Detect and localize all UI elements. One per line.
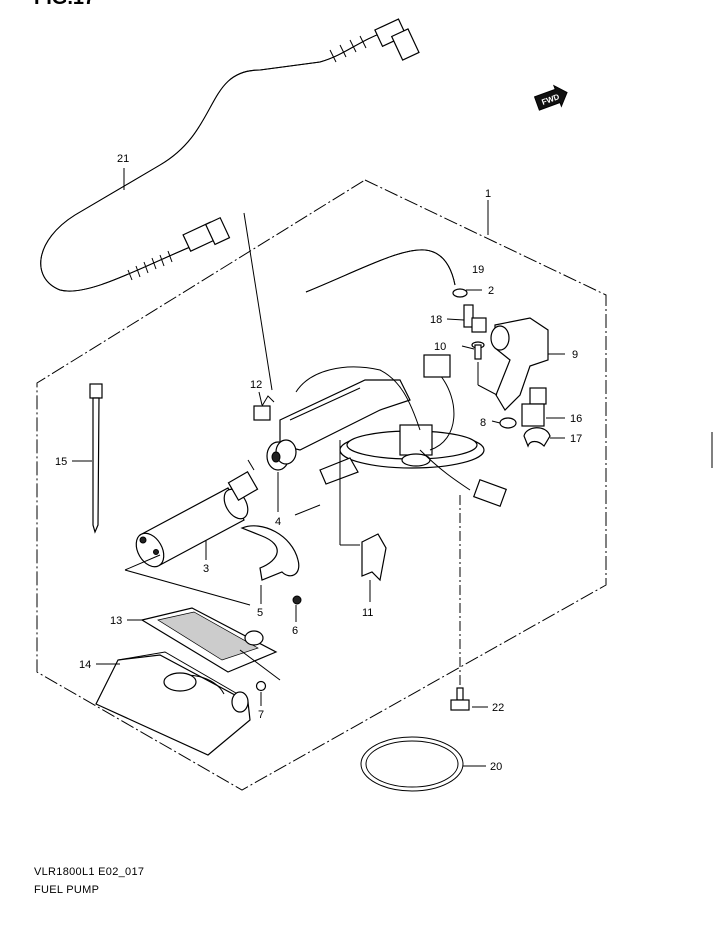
callout-10: 10: [434, 341, 446, 353]
callout-2: 2: [488, 285, 494, 297]
strap-5: [240, 525, 300, 581]
washer-7: [255, 680, 267, 692]
grommet-12: [253, 395, 275, 421]
callout-11: 11: [362, 607, 373, 619]
callout-8: 8: [480, 417, 486, 429]
callout-9: 9: [572, 349, 578, 361]
callout-22: 22: [492, 702, 504, 714]
diagram-code: VLR1800L1 E02_017: [34, 866, 145, 878]
fitting-18: [463, 304, 487, 333]
vent-hose-19: [305, 249, 456, 293]
callout-4: 4: [275, 516, 281, 528]
damper-11: [361, 533, 387, 582]
callout-labels: 1 2 3 4 5 6 7 8 9 10 11 12 13 14 15 16 1…: [55, 153, 582, 773]
valve-16: [521, 387, 547, 427]
figure-heading: FIG.17: [34, 0, 95, 9]
callout-13: 13: [110, 615, 122, 627]
clip-2: [452, 288, 468, 298]
callout-14: 14: [79, 659, 91, 671]
screw-10: [471, 341, 485, 360]
diagram-name: FUEL PUMP: [34, 884, 100, 896]
callout-1: 1: [485, 188, 491, 200]
callout-18: 18: [430, 314, 442, 326]
pump-plate-assembly: [279, 379, 485, 485]
leader-lines: [72, 168, 565, 767]
regulator-9: [490, 317, 549, 411]
clip-17: [523, 427, 551, 448]
callout-12: 12: [250, 379, 262, 391]
connector-upper: [423, 354, 451, 378]
fwd-badge: FWD: [533, 84, 568, 111]
connector-lower: [472, 478, 508, 508]
filter-cap-4: [266, 439, 297, 471]
callout-19: 19: [472, 264, 484, 276]
callout-6: 6: [292, 625, 298, 637]
callout-15: 15: [55, 456, 67, 468]
cable-tie-15: [89, 383, 103, 534]
fuel-pump-3: [135, 471, 259, 568]
wiring-harness: [295, 366, 471, 491]
callout-7: 7: [258, 709, 264, 721]
gasket-20: [360, 736, 464, 792]
callout-17: 17: [570, 433, 582, 445]
screw-6: [292, 595, 302, 605]
fuel-hose-21: [40, 18, 420, 292]
filter-pad-13: [140, 607, 278, 673]
o-ring-8: [499, 417, 517, 429]
filter-housing-14: [95, 651, 251, 756]
callout-16: 16: [570, 413, 582, 425]
callout-21: 21: [117, 153, 129, 165]
callout-20: 20: [490, 761, 502, 773]
alignment-lines: [124, 212, 498, 688]
callout-5: 5: [257, 607, 263, 619]
assembly-boundary: [36, 179, 607, 791]
callout-3: 3: [203, 563, 209, 575]
bolt-22: [450, 687, 470, 711]
